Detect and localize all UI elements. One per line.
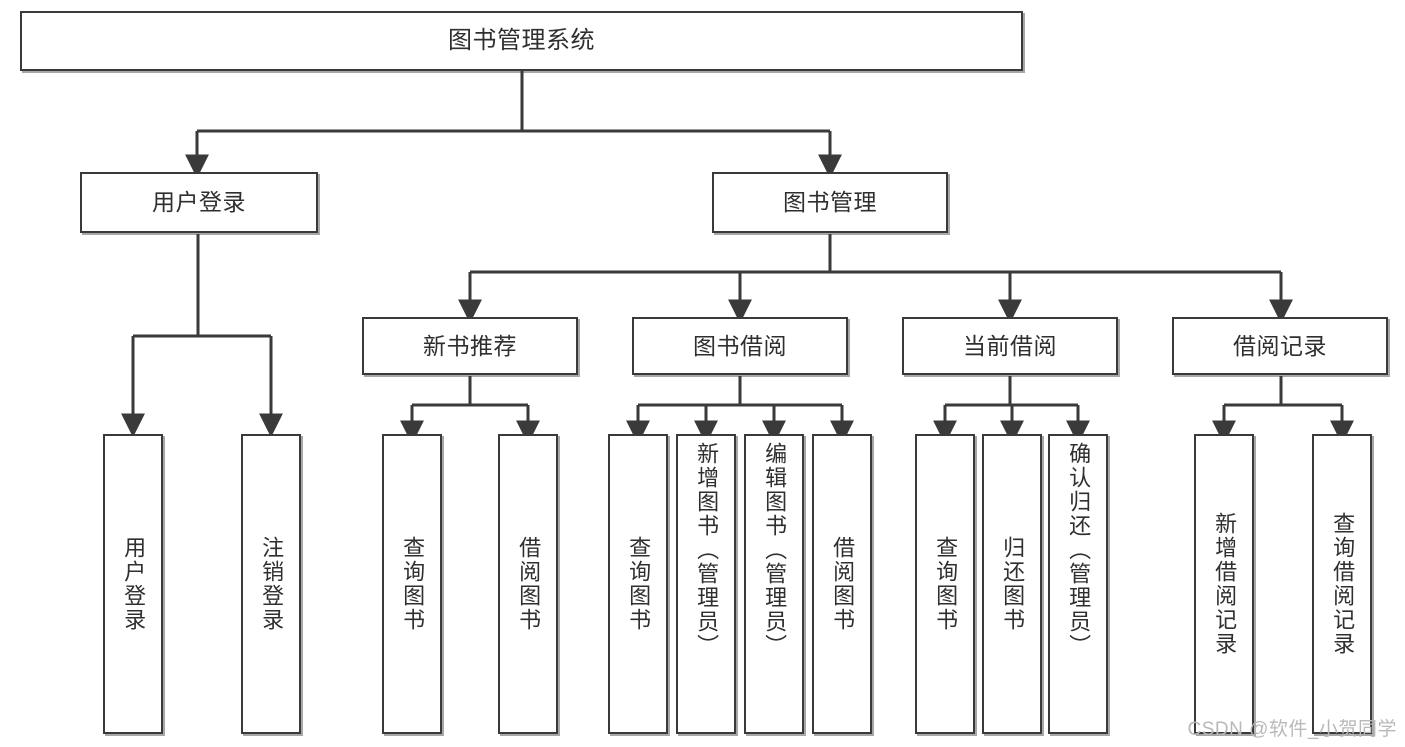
node-user-login-label: 用户登录 bbox=[152, 189, 246, 215]
node-user-login[interactable]: 用户登录 bbox=[80, 172, 318, 233]
leaf-query-borrow-record-label: 查询借阅记录 bbox=[1330, 512, 1356, 656]
node-borrow-record-label: 借阅记录 bbox=[1233, 332, 1327, 359]
leaf-query-borrow-record[interactable]: 查询借阅记录 bbox=[1312, 434, 1372, 734]
leaf-logout-login-label: 注销登录 bbox=[259, 536, 285, 632]
csdn-watermark: CSDN @软件_小贺同学 bbox=[1187, 719, 1397, 740]
leaf-query-book-3-label: 查询图书 bbox=[933, 536, 959, 632]
leaf-logout-login[interactable]: 注销登录 bbox=[241, 434, 301, 734]
leaf-user-login[interactable]: 用户登录 bbox=[103, 434, 163, 734]
leaf-edit-book-admin-label: 编辑图书（管理员） bbox=[762, 442, 788, 658]
leaf-query-book-1-label: 查询图书 bbox=[400, 536, 426, 632]
leaf-add-book-admin[interactable]: 新增图书（管理员） bbox=[676, 434, 736, 734]
leaf-confirm-return-admin[interactable]: 确认归还（管理员） bbox=[1048, 434, 1108, 734]
leaf-add-borrow-record[interactable]: 新增借阅记录 bbox=[1194, 434, 1254, 734]
leaf-query-book-2[interactable]: 查询图书 bbox=[608, 434, 668, 734]
node-book-borrow[interactable]: 图书借阅 bbox=[632, 317, 848, 375]
leaf-add-book-admin-label: 新增图书（管理员） bbox=[694, 442, 720, 658]
node-current-borrow[interactable]: 当前借阅 bbox=[902, 317, 1118, 375]
node-root-label: 图书管理系统 bbox=[448, 27, 595, 54]
leaf-query-book-3[interactable]: 查询图书 bbox=[915, 434, 975, 734]
leaf-return-book[interactable]: 归还图书 bbox=[982, 434, 1042, 734]
node-current-borrow-label: 当前借阅 bbox=[963, 332, 1057, 359]
node-book-manage[interactable]: 图书管理 bbox=[712, 172, 948, 233]
leaf-user-login-label: 用户登录 bbox=[121, 536, 147, 632]
node-book-manage-label: 图书管理 bbox=[783, 189, 877, 215]
leaf-edit-book-admin[interactable]: 编辑图书（管理员） bbox=[744, 434, 804, 734]
node-root[interactable]: 图书管理系统 bbox=[20, 11, 1023, 71]
leaf-borrow-book-2-label: 借阅图书 bbox=[830, 536, 856, 632]
node-new-book-recommend[interactable]: 新书推荐 bbox=[362, 317, 578, 375]
leaf-borrow-book-1-label: 借阅图书 bbox=[516, 536, 542, 632]
node-borrow-record[interactable]: 借阅记录 bbox=[1172, 317, 1388, 375]
leaf-confirm-return-admin-label: 确认归还（管理员） bbox=[1066, 442, 1092, 658]
leaf-borrow-book-1[interactable]: 借阅图书 bbox=[498, 434, 558, 734]
leaf-borrow-book-2[interactable]: 借阅图书 bbox=[812, 434, 872, 734]
leaf-query-book-1[interactable]: 查询图书 bbox=[382, 434, 442, 734]
leaf-query-book-2-label: 查询图书 bbox=[626, 536, 652, 632]
leaf-add-borrow-record-label: 新增借阅记录 bbox=[1212, 512, 1238, 656]
node-new-book-recommend-label: 新书推荐 bbox=[423, 332, 517, 359]
leaf-return-book-label: 归还图书 bbox=[1000, 536, 1026, 632]
node-book-borrow-label: 图书借阅 bbox=[693, 332, 787, 359]
